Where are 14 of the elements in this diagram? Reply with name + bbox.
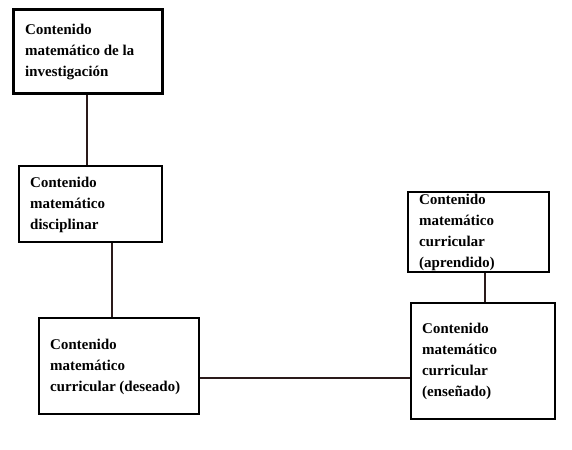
connector-line [484,273,486,302]
box-label: Contenido matemático curricular (deseado) [50,336,182,396]
box-label: Contenido matemático curricular (aprendido) [419,191,496,273]
box-label: Contenido matemático curricular (enseñado) [422,320,498,402]
text-box [38,317,200,415]
connector-line [200,377,410,379]
text-box [410,302,556,420]
box-label: Contenido matemático disciplinar [30,174,106,234]
box-label: Contenido matemático de la investigación [25,21,136,82]
text-box [12,8,164,95]
connector-line [86,95,88,165]
text-box [407,191,550,273]
connector-line [111,243,113,317]
text-box [18,165,163,243]
